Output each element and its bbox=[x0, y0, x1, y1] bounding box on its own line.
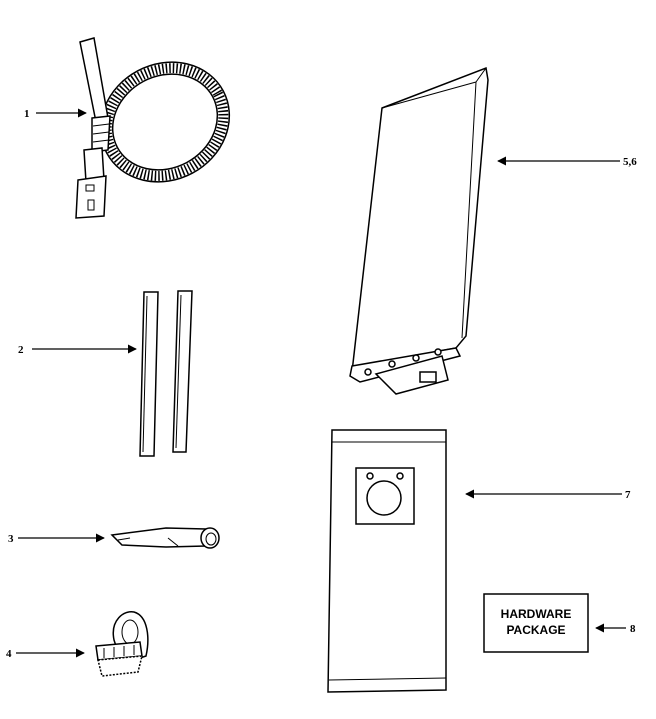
disposable-bag-part bbox=[328, 430, 446, 692]
hose-part bbox=[76, 38, 251, 218]
extension-wands-part bbox=[140, 291, 192, 456]
callout-8: 8 bbox=[630, 623, 636, 635]
hardware-package-box: HARDWARE PACKAGE bbox=[484, 594, 588, 652]
callout-1: 1 bbox=[24, 108, 30, 120]
callout-4: 4 bbox=[6, 648, 12, 660]
leader-arrows bbox=[16, 113, 626, 653]
callout-7: 7 bbox=[625, 489, 631, 501]
callout-3: 3 bbox=[8, 533, 14, 545]
hardware-package-line2: PACKAGE bbox=[506, 623, 565, 637]
crevice-tool-part bbox=[112, 528, 219, 548]
outer-bag-part bbox=[350, 68, 488, 394]
hardware-package-line1: HARDWARE bbox=[501, 607, 572, 621]
callout-5-6: 5,6 bbox=[623, 156, 637, 168]
dusting-brush-part bbox=[96, 612, 148, 676]
callout-2: 2 bbox=[18, 344, 24, 356]
